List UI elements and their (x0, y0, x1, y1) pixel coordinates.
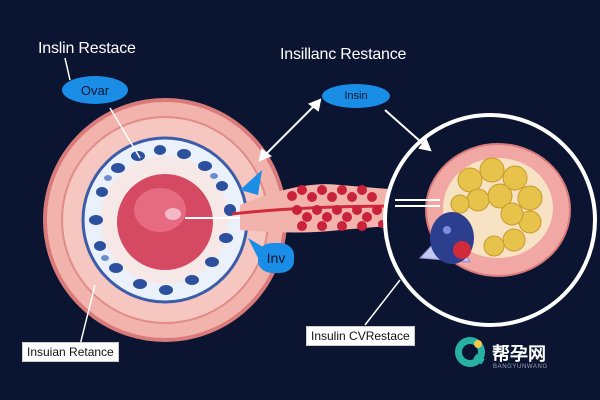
watermark-name: 帮孕网 (492, 344, 546, 364)
connector-arrows (258, 98, 440, 207)
bubble-left: Ovar (62, 76, 128, 104)
top-left-title: Inslin Restace (38, 40, 136, 57)
watermark-subtitle: BANGYUNWANG (493, 364, 548, 370)
label-box-bottom-left: Insuian Retance (22, 342, 119, 362)
blood-vessel (185, 184, 401, 233)
leader-lines (64, 57, 401, 346)
pointer-upper (240, 170, 262, 195)
bubble-center: Insin (322, 84, 390, 108)
bubble-small: Inv (258, 243, 294, 273)
magnified-tissue (383, 113, 597, 327)
label-box-bottom-right: Insulin CVRestace (306, 326, 415, 346)
top-center-title: Insillanc Restance (280, 46, 407, 63)
watermark-logo-icon (455, 337, 485, 367)
